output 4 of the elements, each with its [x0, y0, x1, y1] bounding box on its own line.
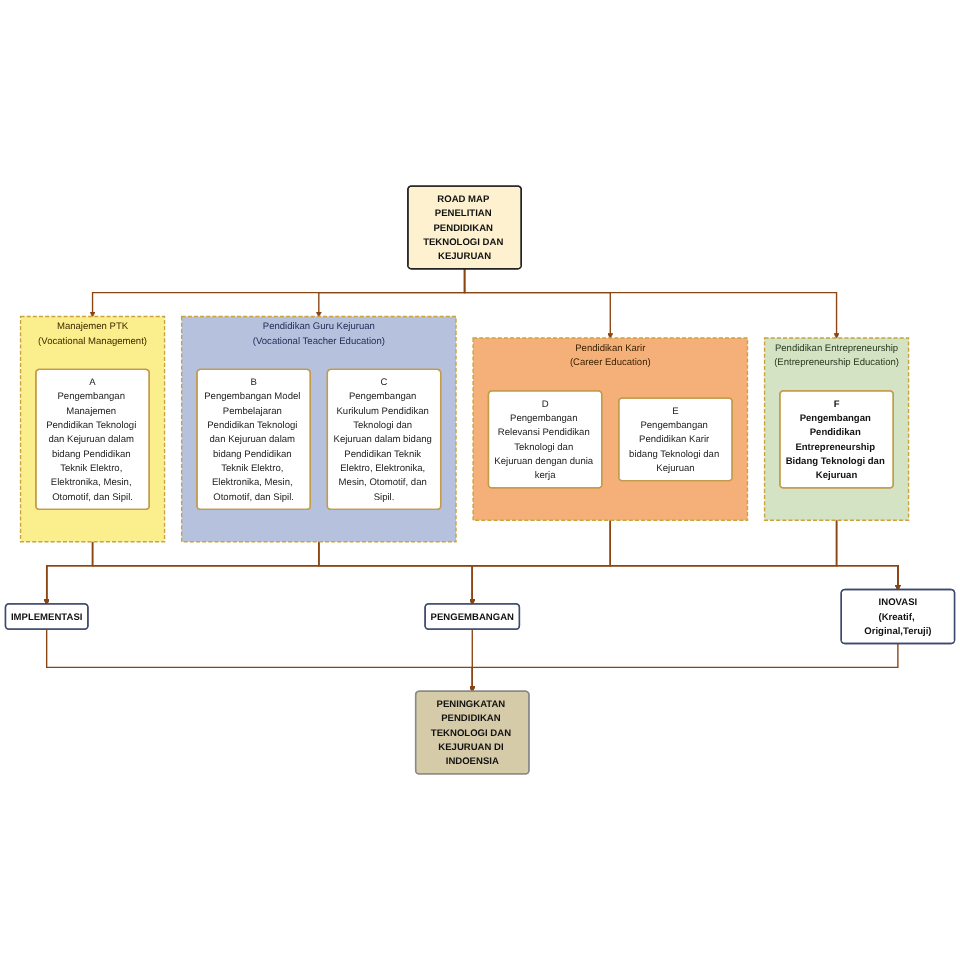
arrow [463, 268, 840, 339]
arrow [835, 519, 901, 591]
arrow [609, 519, 901, 591]
arrow [469, 642, 899, 693]
